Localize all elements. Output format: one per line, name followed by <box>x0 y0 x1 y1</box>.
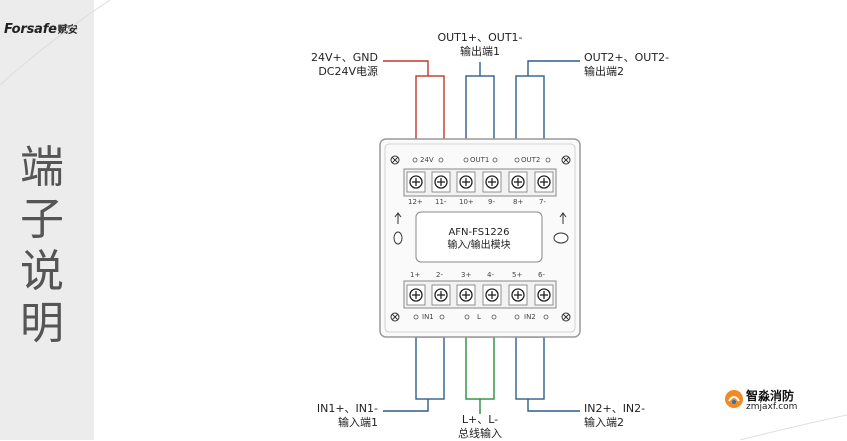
label-out1-line1: OUT1+、OUT1- <box>437 31 523 44</box>
mounting-screw-icon <box>561 155 571 165</box>
indicator-dot <box>514 157 520 163</box>
top-terminal-screw-icon <box>482 171 502 193</box>
module-model: AFN-FS1226 <box>448 227 510 238</box>
group-label-in2: IN2 <box>524 313 536 321</box>
top-terminal-screw-icon <box>534 171 554 193</box>
label-bus-line1: L+、L- <box>461 413 499 426</box>
mounting-slot-right <box>553 232 569 244</box>
left-panel: Forsafe赋安 端 子 说 明 <box>0 0 94 440</box>
sidebar-title-char: 明 <box>20 298 64 349</box>
indicator-dot <box>438 157 444 163</box>
bottom-terminal-screw-icon <box>456 284 476 306</box>
watermark-logo-icon <box>725 390 743 408</box>
label-in2: IN2+、IN2- 输入端2 <box>584 402 684 430</box>
top-terminal-strip <box>403 168 557 197</box>
model-label-box <box>415 211 543 263</box>
group-label-l: L <box>477 313 481 321</box>
label-power-line1: 24V+、GND <box>311 51 378 64</box>
indicator-dot <box>464 314 470 320</box>
module-inner-border <box>384 143 576 333</box>
terminal-number: 1+ <box>410 271 421 279</box>
mounting-screw-icon <box>390 312 400 322</box>
up-arrow-icon <box>394 212 402 224</box>
module-model-label: AFN-FS1226 输入/输出模块 <box>416 226 542 252</box>
indicator-dot <box>413 314 419 320</box>
terminal-number: 11- <box>435 198 447 206</box>
label-power-line2: DC24V电源 <box>318 65 378 78</box>
terminal-number: 10+ <box>459 198 474 206</box>
sidebar-title-char: 子 <box>20 194 64 245</box>
wire-in2 <box>515 336 580 412</box>
bottom-terminal-screw-icon <box>534 284 554 306</box>
top-terminal-screw-icon <box>456 171 476 193</box>
indicator-dot <box>412 157 418 163</box>
indicator-dot <box>439 314 445 320</box>
label-power: 24V+、GND DC24V电源 <box>296 51 378 79</box>
indicator-dot <box>514 314 520 320</box>
wire-power <box>383 60 445 143</box>
brand-name-cn: 赋安 <box>57 25 78 36</box>
terminal-number: 8+ <box>513 198 524 206</box>
group-label-out1: OUT1 <box>470 156 490 164</box>
group-label-24v: 24V <box>420 156 434 164</box>
label-in1: IN1+、IN1- 输入端1 <box>296 402 378 430</box>
sidebar-title: 端 子 说 明 <box>12 142 72 350</box>
indicator-dot <box>543 314 549 320</box>
terminal-number: 7- <box>539 198 546 206</box>
label-in2-line1: IN2+、IN2- <box>584 402 646 415</box>
label-bus-line2: 总线输入 <box>458 427 502 440</box>
indicator-dot <box>545 157 551 163</box>
label-out2: OUT2+、OUT2- 输出端2 <box>584 51 684 79</box>
bottom-terminal-screw-icon <box>508 284 528 306</box>
brand-logo: Forsafe赋安 <box>4 21 78 37</box>
bottom-terminal-screw-icon <box>482 284 502 306</box>
mounting-screw-icon <box>390 155 400 165</box>
terminal-number: 6- <box>538 271 545 279</box>
bottom-terminal-screw-icon <box>406 284 426 306</box>
group-label-out2: OUT2 <box>521 156 541 164</box>
indicator-dot <box>491 314 497 320</box>
top-terminal-screw-icon <box>431 171 451 193</box>
mounting-slot-left <box>393 231 403 245</box>
wire-bus <box>465 336 495 414</box>
label-in1-line1: IN1+、IN1- <box>316 402 378 415</box>
group-label-in1: IN1 <box>422 313 434 321</box>
terminal-number: 12+ <box>408 198 423 206</box>
watermark-name: 智淼消防 <box>746 389 795 403</box>
label-in1-line2: 输入端1 <box>338 416 378 429</box>
label-out1-line2: 输出端1 <box>460 45 500 58</box>
top-terminal-screw-icon <box>508 171 528 193</box>
watermark-url: zmjaxf.com <box>746 402 798 412</box>
label-out2-line1: OUT2+、OUT2- <box>584 51 670 64</box>
brand-name: Forsafe <box>4 22 57 37</box>
sidebar-title-char: 端 <box>20 142 64 193</box>
top-terminal-screw-icon <box>406 171 426 193</box>
terminal-number: 9- <box>488 198 495 206</box>
module-name: 输入/输出模块 <box>447 240 511 251</box>
wire-out2 <box>515 60 580 143</box>
sidebar-title-char: 说 <box>20 246 64 297</box>
terminal-number: 4- <box>487 271 494 279</box>
label-bus: L+、L- 总线输入 <box>440 413 520 441</box>
terminal-number: 5+ <box>512 271 523 279</box>
label-in2-line2: 输入端2 <box>584 416 624 429</box>
up-arrow-icon <box>559 212 567 224</box>
indicator-dot <box>463 157 469 163</box>
label-out2-line2: 输出端2 <box>584 65 624 78</box>
terminal-number: 3+ <box>461 271 472 279</box>
wire-in1 <box>383 336 445 412</box>
bottom-terminal-strip <box>403 280 557 309</box>
decorative-arc <box>0 0 111 86</box>
mounting-screw-icon <box>561 312 571 322</box>
indicator-dot <box>492 157 498 163</box>
wire-out1 <box>465 62 495 143</box>
watermark: 智淼消防 zmjaxf.com <box>724 387 834 417</box>
bottom-terminal-screw-icon <box>431 284 451 306</box>
label-out1: OUT1+、OUT1- 输出端1 <box>430 31 530 59</box>
terminal-number: 2- <box>436 271 443 279</box>
